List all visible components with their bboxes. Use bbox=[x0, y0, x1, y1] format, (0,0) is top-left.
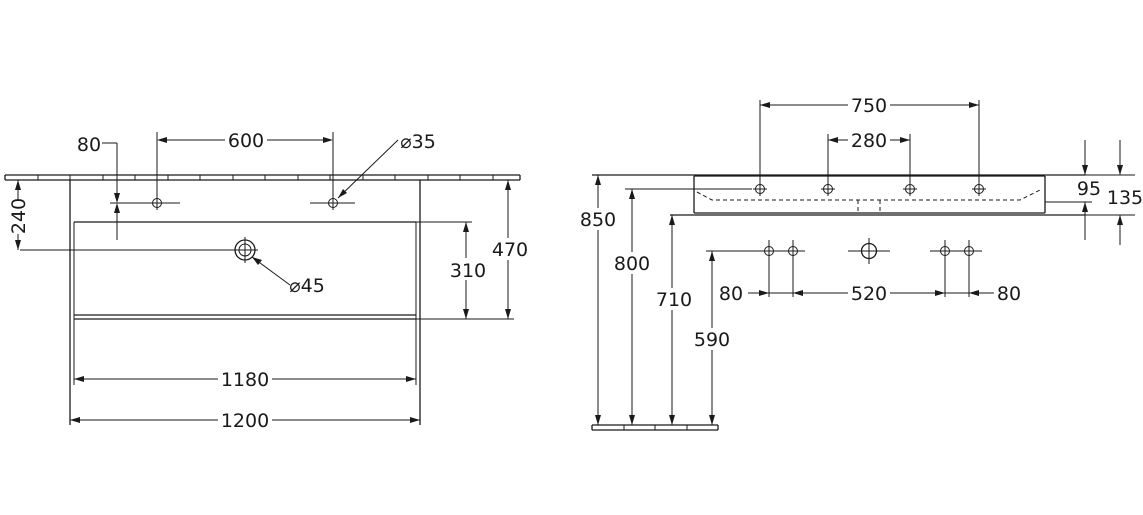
top-strip bbox=[592, 174, 1085, 216]
basin-profile bbox=[693, 175, 1046, 214]
label-520: 520 bbox=[851, 283, 887, 305]
dimension-dia45: ⌀45 bbox=[251, 256, 325, 297]
dimension-80-520-80: 80 520 80 bbox=[716, 283, 1024, 305]
label-590: 590 bbox=[694, 329, 730, 351]
label-240: 240 bbox=[8, 198, 30, 234]
wall-connections bbox=[755, 238, 982, 297]
dimension-710: 710 bbox=[654, 215, 694, 425]
wall-strip bbox=[4, 174, 521, 181]
dimension-310: 310 bbox=[416, 221, 490, 320]
side-view: 750 280 95 135 bbox=[578, 94, 1143, 431]
dimension-280: 280 bbox=[827, 129, 911, 189]
label-280: 280 bbox=[851, 130, 887, 152]
dimension-470: 470 bbox=[472, 180, 530, 320]
dimension-80-front: 80 bbox=[77, 134, 120, 240]
dimension-dia35: ⌀35 bbox=[337, 131, 436, 199]
label-800: 800 bbox=[614, 253, 650, 275]
label-850: 850 bbox=[580, 209, 616, 231]
label-80-right: 80 bbox=[997, 283, 1021, 305]
dimension-240: 240 bbox=[6, 180, 30, 250]
edge-holes bbox=[752, 181, 987, 197]
label-95: 95 bbox=[1077, 178, 1101, 200]
waste-outlet bbox=[20, 237, 258, 263]
label-750: 750 bbox=[851, 95, 887, 117]
floor-strip bbox=[591, 424, 719, 431]
label-80-left: 80 bbox=[719, 283, 743, 305]
label-710: 710 bbox=[656, 289, 692, 311]
label-135: 135 bbox=[1107, 187, 1143, 209]
label-1200: 1200 bbox=[221, 410, 269, 432]
dimension-590: 590 bbox=[692, 250, 760, 425]
label-80-front: 80 bbox=[77, 134, 101, 156]
label-dia45: ⌀45 bbox=[289, 275, 325, 297]
dimension-135: 135 bbox=[1085, 140, 1143, 245]
dimension-850: 850 bbox=[578, 175, 618, 425]
dimension-1180: 1180 bbox=[73, 368, 417, 391]
dimension-800: 800 bbox=[612, 188, 752, 425]
dimension-600: 600 bbox=[156, 128, 334, 203]
dimension-95: 95 bbox=[1045, 140, 1101, 240]
label-dia35: ⌀35 bbox=[400, 131, 436, 153]
tap-hole-left bbox=[110, 195, 180, 211]
dimension-750: 750 bbox=[759, 94, 980, 189]
basin-outline bbox=[69, 180, 421, 425]
dimension-1200: 1200 bbox=[70, 409, 420, 432]
label-600: 600 bbox=[228, 130, 264, 152]
front-view: 600 80 ⌀35 ⌀45 240 bbox=[4, 128, 530, 432]
label-310: 310 bbox=[450, 260, 486, 282]
label-470: 470 bbox=[492, 239, 528, 261]
label-1180: 1180 bbox=[221, 369, 269, 391]
